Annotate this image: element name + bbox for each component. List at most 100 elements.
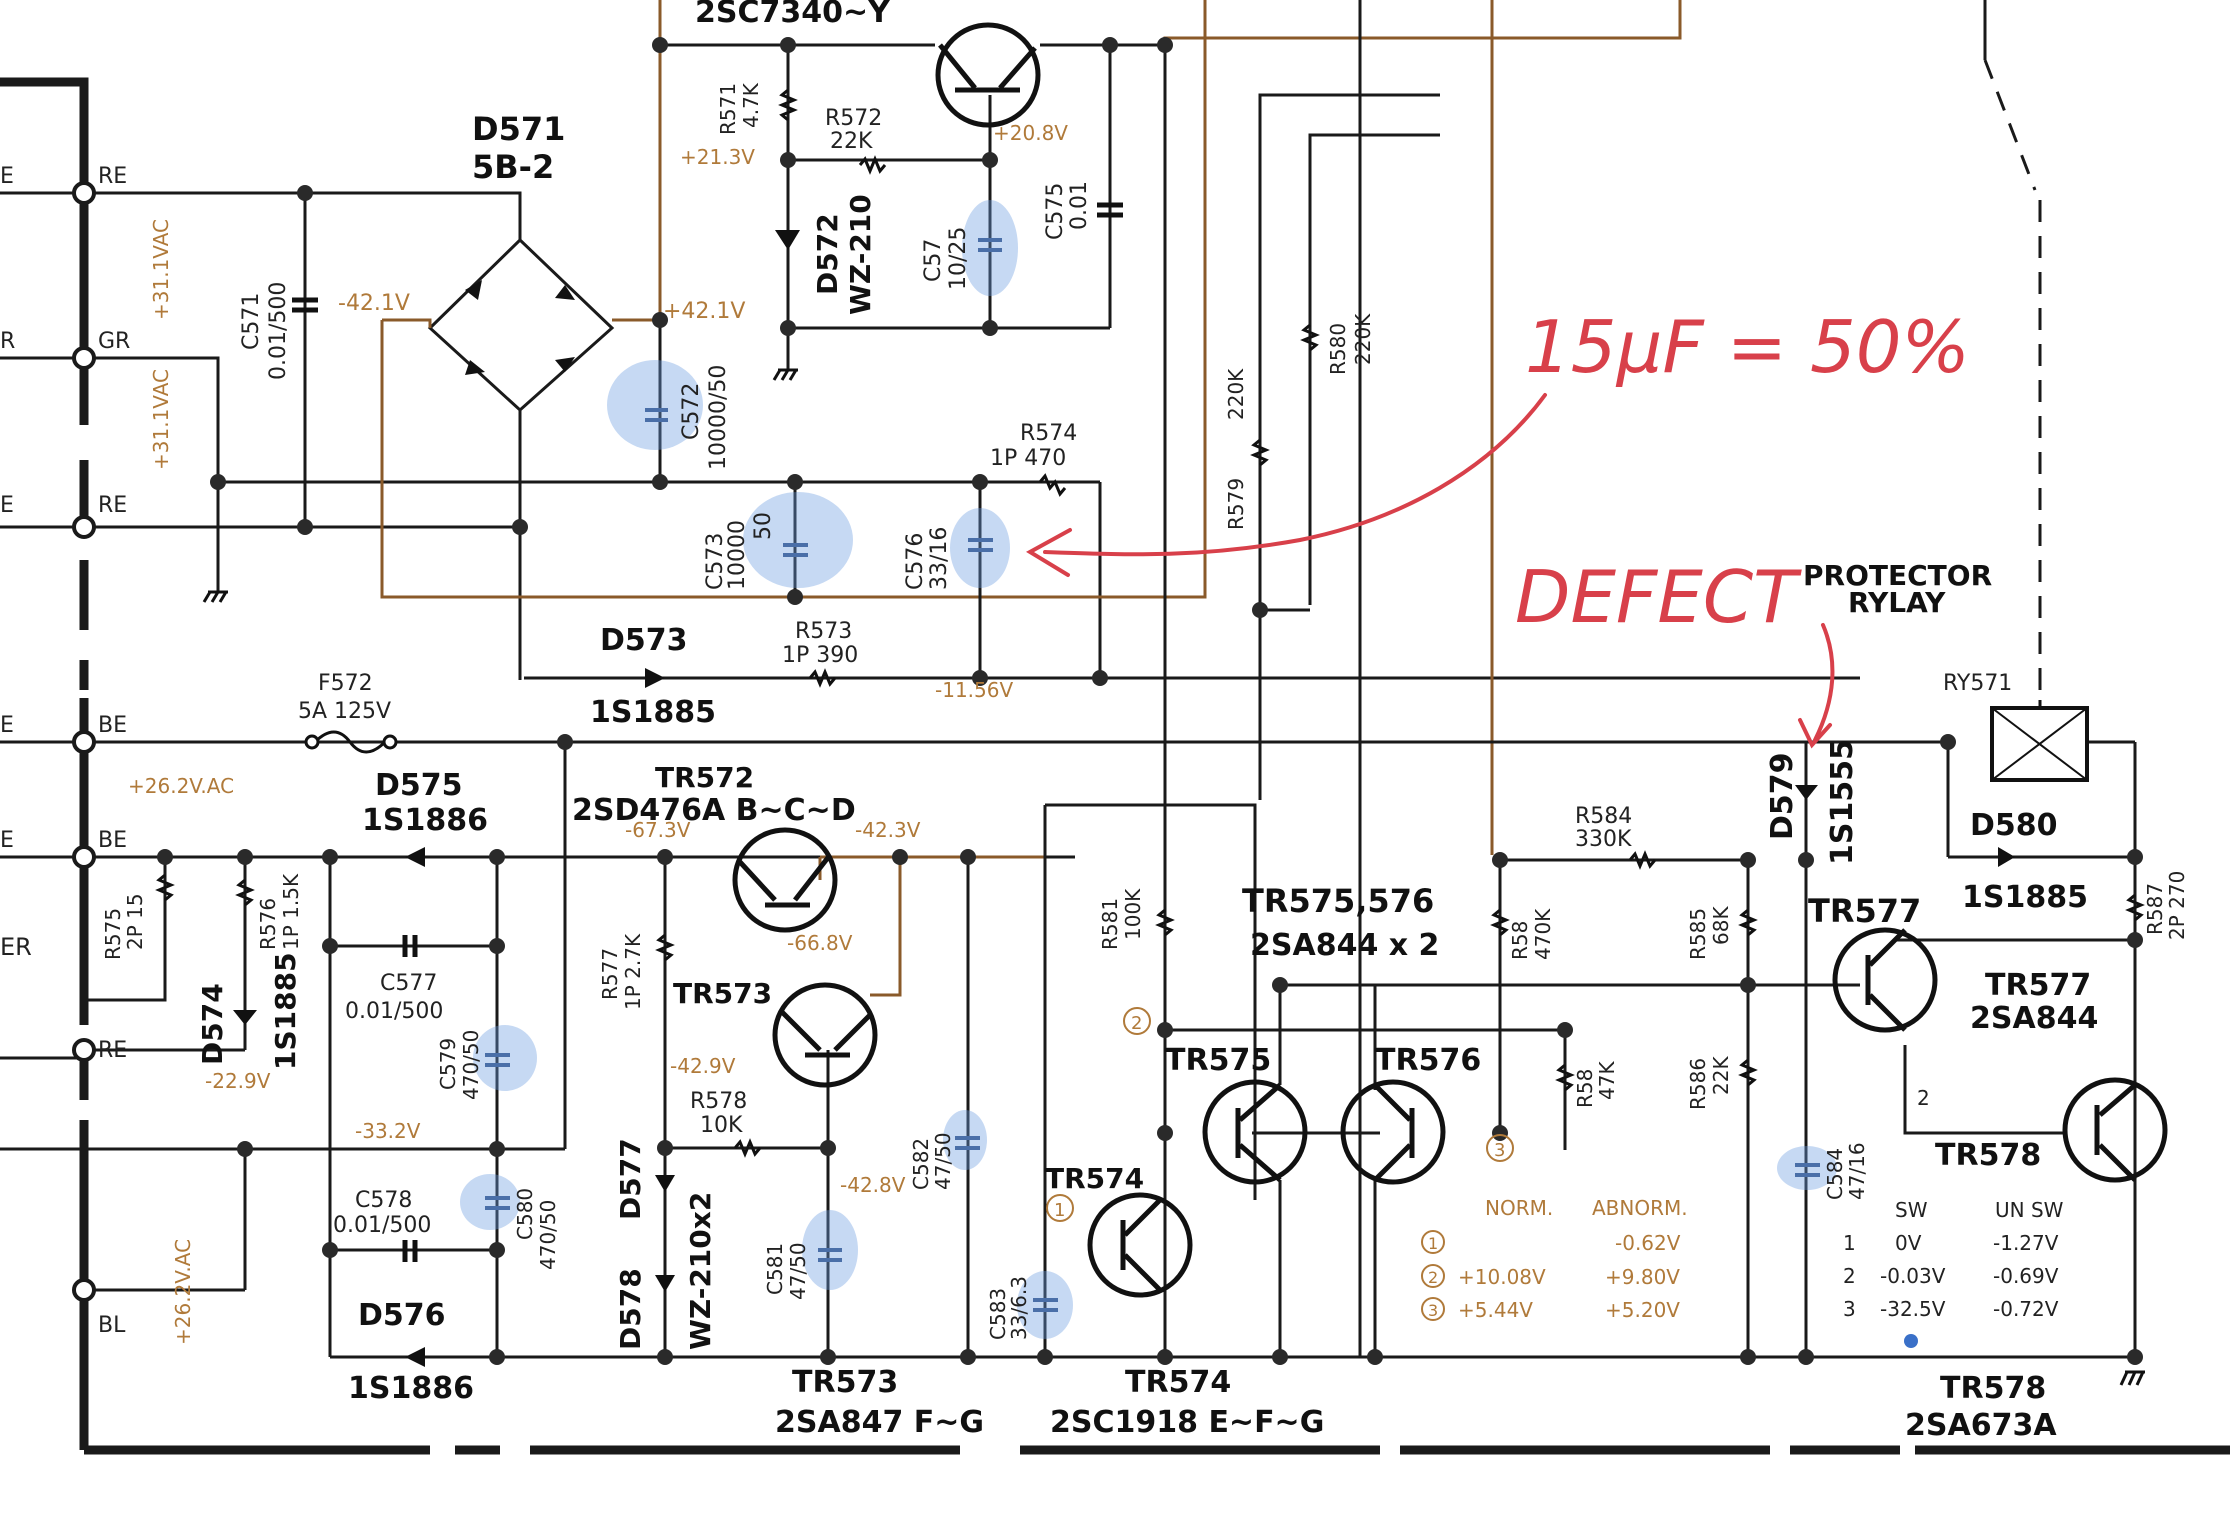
- note-defect: DEFECT: [1515, 555, 1802, 639]
- r577-value: 1P 2.7K: [621, 933, 645, 1010]
- c580-ref: C580: [513, 1188, 537, 1240]
- svg-text:1: 1: [1054, 1200, 1065, 1221]
- tr573-part: 2SA847 F~G: [775, 1405, 984, 1440]
- r585-value: 68K: [1709, 906, 1733, 945]
- transistor-tr577: [1832, 927, 1938, 1033]
- tr574-inline: TR574: [1045, 1162, 1144, 1195]
- terminal: [72, 1038, 96, 1062]
- d578-ref: D578: [614, 1268, 647, 1350]
- svg-text:NORM.: NORM.: [1485, 1196, 1553, 1220]
- transistor-tr578: [2062, 1077, 2168, 1183]
- d576-part: 1S1886: [348, 1371, 474, 1406]
- svg-text:2: 2: [1428, 1268, 1438, 1287]
- relay-ry571: [1990, 700, 2089, 782]
- handwritten-annotations: 15µF = 50% DEFECT: [1026, 305, 1970, 749]
- tr572-ref: TR572: [655, 761, 754, 794]
- transistor-tr575: [1202, 1079, 1308, 1185]
- c577-value: 0.01/500: [345, 999, 443, 1024]
- highlight-c583: [1017, 1271, 1073, 1339]
- test-point: 3: [1486, 1134, 1514, 1162]
- tr578-pin: 2: [1917, 1086, 1930, 1110]
- svg-text:2: 2: [1843, 1264, 1856, 1288]
- tr576-ref: TR576: [1375, 1043, 1481, 1078]
- ac-voltage: +31.1VAC: [149, 369, 173, 470]
- tr577-ref-inline: TR577: [1808, 892, 1921, 930]
- d571-part: 5B-2: [472, 148, 554, 186]
- c579-ref: C579: [436, 1038, 460, 1090]
- tr578-ref-inline: TR578: [1935, 1138, 2041, 1173]
- r581-ref: R581: [1098, 898, 1122, 950]
- c572-value: 10000/50: [706, 365, 731, 470]
- d580-part: 1S1885: [1962, 880, 2088, 915]
- voltage: +20.8V: [993, 121, 1068, 145]
- svg-text:3: 3: [1843, 1297, 1856, 1321]
- c575-value: 0.01: [1067, 181, 1092, 230]
- voltage: -42.3V: [855, 818, 921, 842]
- pin-label: GR: [98, 329, 130, 354]
- tr574-ref: TR574: [1125, 1365, 1231, 1400]
- tr573-inline: TR573: [673, 977, 772, 1010]
- diode-d576: [405, 1347, 425, 1367]
- terminal: [72, 1278, 96, 1302]
- highlight-c580: [460, 1174, 520, 1230]
- svg-text:+5.20V: +5.20V: [1605, 1298, 1680, 1322]
- transistor-tr571: [935, 22, 1041, 128]
- d571-ref: D571: [472, 110, 565, 148]
- arrow-head: [1026, 528, 1072, 577]
- r572-value: 22K: [830, 129, 873, 154]
- transistor-tr573: [772, 982, 878, 1088]
- voltage: -42.9V: [670, 1054, 736, 1078]
- r58b-value: 47K: [1595, 1061, 1619, 1100]
- fuse-f572: [313, 730, 387, 754]
- c573-value2: 50: [751, 512, 776, 540]
- cursor-dot: [1904, 1334, 1918, 1348]
- diode-d573: [645, 668, 665, 688]
- r575-ref: R575: [101, 908, 125, 960]
- terminal: [72, 730, 96, 754]
- svg-text:+5.44V: +5.44V: [1458, 1298, 1533, 1322]
- d579-ref: D579: [1765, 752, 1800, 840]
- terminal: [72, 346, 96, 370]
- c582-value: 47/50: [931, 1132, 955, 1190]
- d576-ref: D576: [358, 1298, 446, 1333]
- tr577-part: 2SA844: [1970, 1001, 2098, 1036]
- voltage: +21.3V: [680, 145, 755, 169]
- highlight-c573: [743, 492, 853, 588]
- pin-label: BL: [98, 1313, 126, 1338]
- pin-label: RE: [98, 493, 127, 518]
- c571-value: 0.01/500: [266, 282, 291, 380]
- svg-text:ABNORM.: ABNORM.: [1592, 1196, 1688, 1220]
- ry571-ref: RY571: [1943, 671, 2012, 696]
- highlight-c572: [607, 360, 703, 450]
- c575-ref: C575: [1043, 183, 1068, 240]
- tr578-ref: TR578: [1940, 1371, 2046, 1406]
- tr577-ref: TR577: [1985, 968, 2091, 1003]
- diode-d572: [775, 230, 800, 250]
- d577-ref: D577: [614, 1138, 647, 1220]
- r579-label: R579: [1224, 478, 1248, 530]
- resistors: [155, 88, 2145, 1158]
- r571-ref: R571: [716, 83, 740, 135]
- sw-unsw-table: SW UN SW 1 0V -1.27V 2 -0.03V -0.69V 3 -…: [1843, 1198, 2064, 1321]
- labels: RE GR RE BE BE RE BL E R E E E ER +31.1V…: [0, 0, 2189, 1443]
- ground-symbols: [202, 368, 2145, 1386]
- note-capacitance: 15µF = 50%: [1525, 305, 1970, 389]
- terminal: [72, 181, 96, 205]
- diode-d578: [655, 1275, 675, 1292]
- c57-value: 10/25: [946, 227, 971, 290]
- d580-ref: D580: [1970, 808, 2058, 843]
- r586-ref: R586: [1686, 1058, 1710, 1110]
- c576-value: 33/16: [927, 527, 952, 590]
- edge-label: E: [0, 493, 14, 518]
- relay-title: PROTECTOR: [1803, 559, 1992, 592]
- voltage: -66.8V: [787, 931, 853, 955]
- svg-text:-0.72V: -0.72V: [1993, 1297, 2059, 1321]
- r574-ref: R574: [1020, 421, 1077, 446]
- r584-value: 330K: [1575, 827, 1632, 852]
- tr573-ref: TR573: [792, 1365, 898, 1400]
- voltage: -11.56V: [935, 678, 1013, 702]
- symbols: [155, 22, 2168, 1386]
- svg-text:-0.03V: -0.03V: [1880, 1264, 1946, 1288]
- d578-part: WZ-210x2: [684, 1192, 717, 1350]
